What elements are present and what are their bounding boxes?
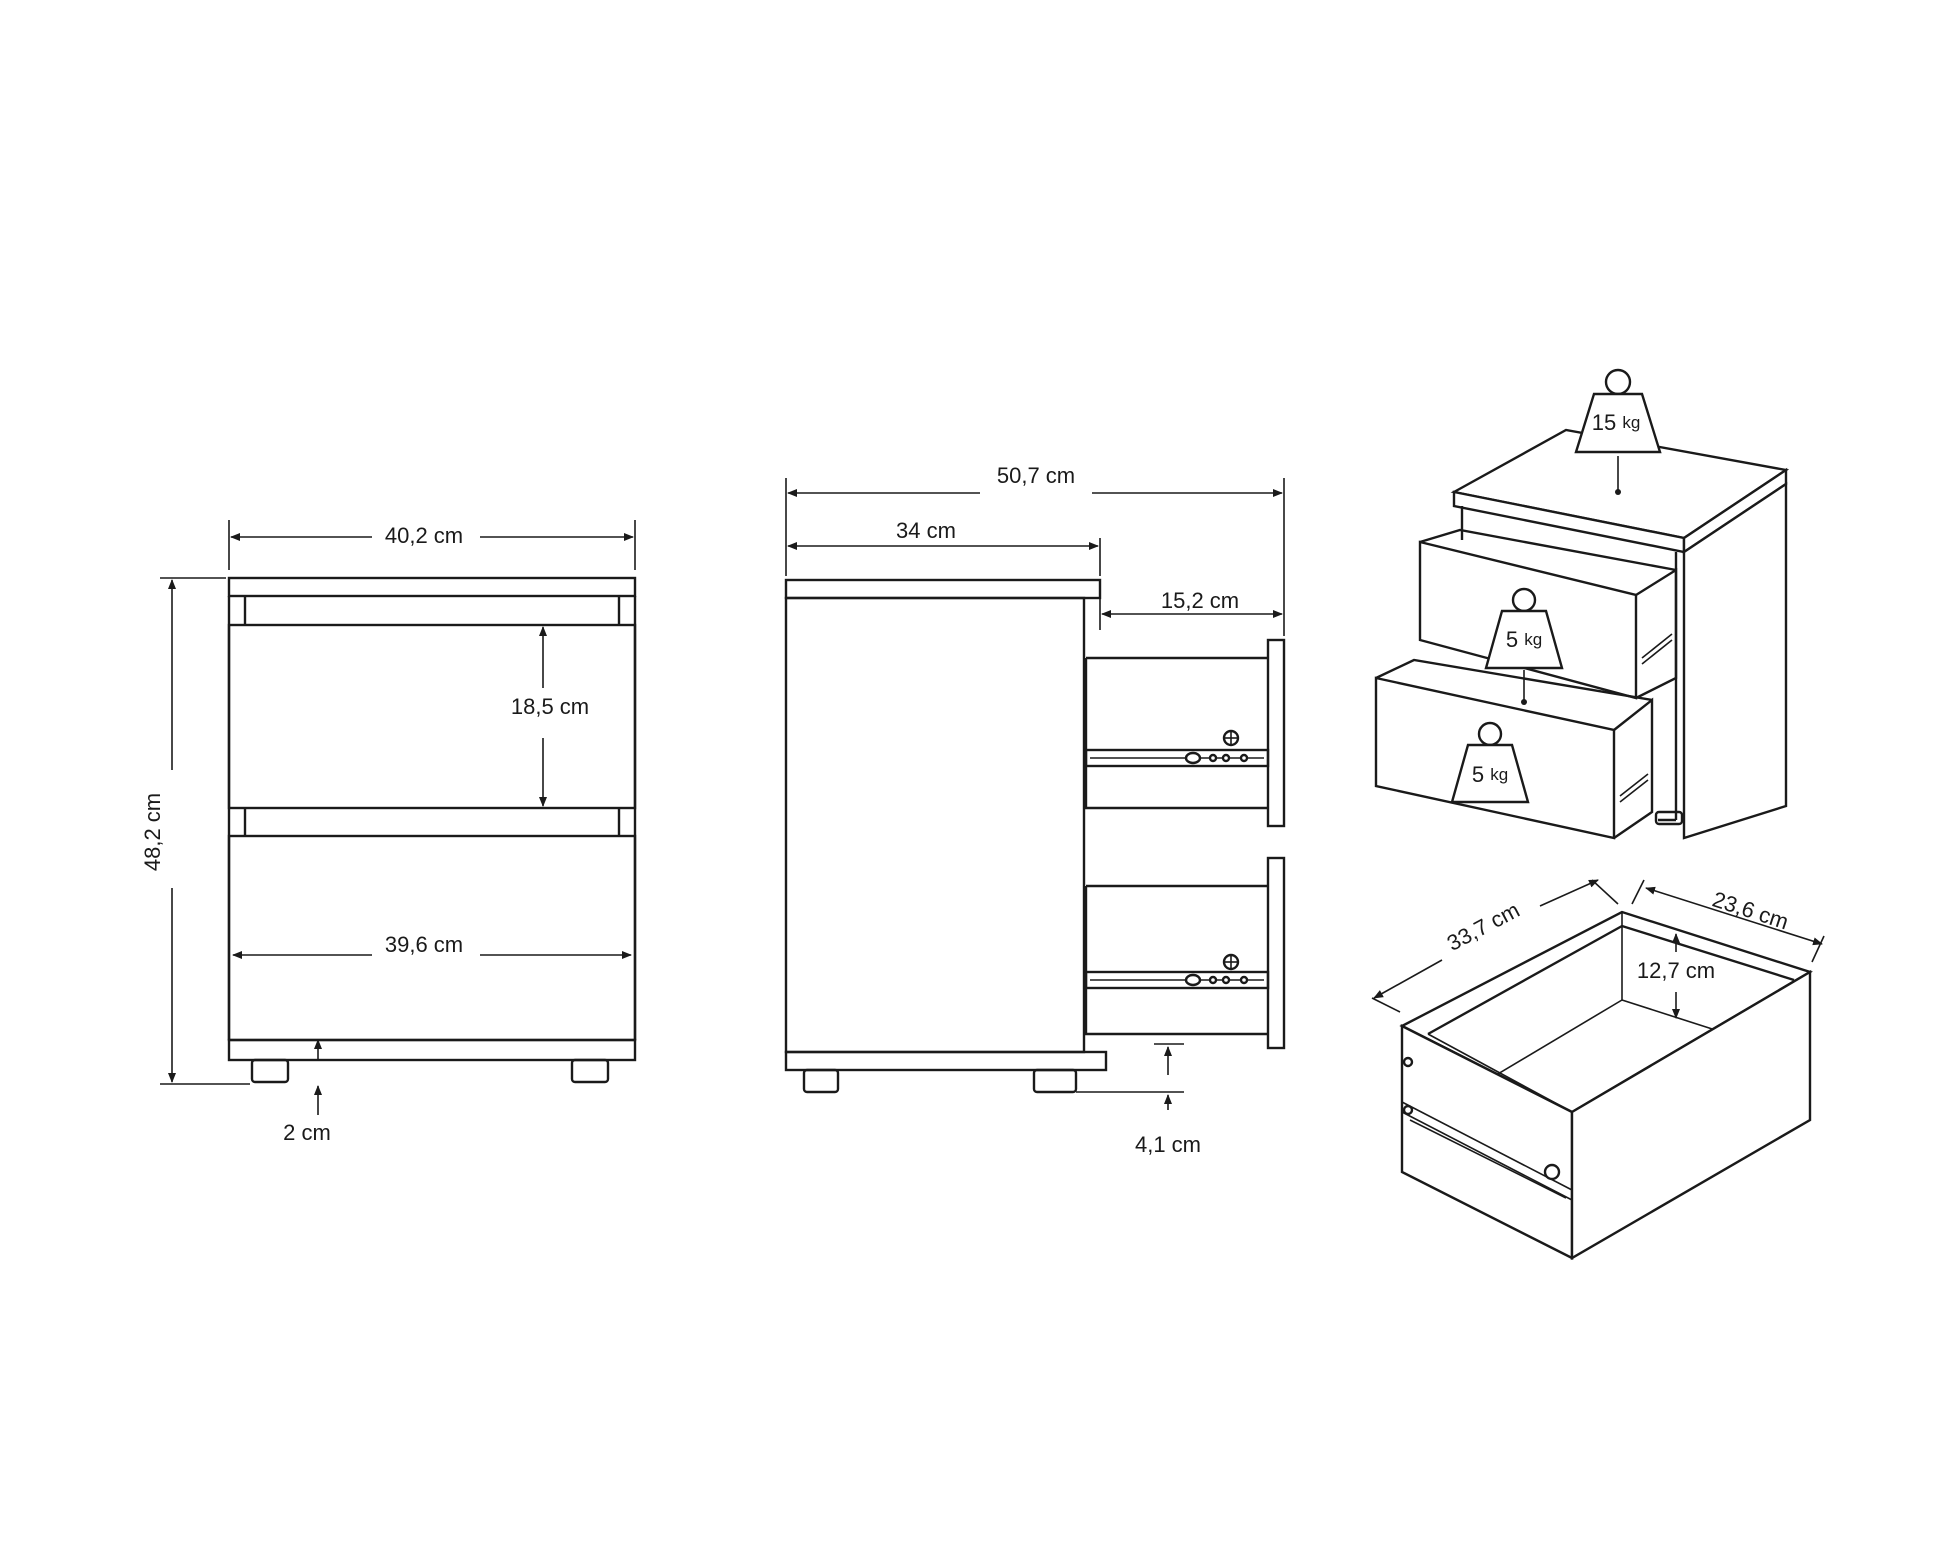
svg-text:5 kg: 5 kg (1506, 627, 1542, 652)
drawer-front (1570, 969, 1812, 1261)
front-cabinet-outline (227, 576, 637, 1084)
weight-upper-drawer: 5 kg (1484, 587, 1564, 705)
weight-top-value: 15 (1592, 410, 1616, 435)
front-foot-right (570, 1058, 610, 1084)
dim-drawer-height-label: 18,5 cm (511, 694, 589, 719)
drawer-detail: 33,7 cm 23,6 cm 12,7 cm (1371, 879, 1825, 1261)
dim-drawer-width-detail-label: 23,6 cm (1709, 886, 1791, 934)
dim-floor-clearance: 4,1 cm (1076, 1043, 1201, 1157)
weight-upper-value: 5 (1506, 627, 1518, 652)
weight-icon-upper (1484, 609, 1564, 670)
side-foot-right (1032, 1068, 1078, 1094)
dim-floor-clearance-label: 4,1 cm (1135, 1132, 1201, 1157)
dim-drawer-height: 18,5 cm (511, 626, 589, 807)
svg-text:5 kg: 5 kg (1472, 762, 1508, 787)
side-foot-left (802, 1068, 840, 1094)
front-view: 40,2 cm 48,2 cm 18,5 cm 39,6 cm 2 cm (140, 520, 637, 1145)
dim-drawer-width-label: 39,6 cm (385, 932, 463, 957)
dim-foot-height: 2 cm (283, 1039, 331, 1145)
dim-drawer-extension: 15,2 cm (1099, 588, 1283, 630)
side-view: 50,7 cm 34 cm 15,2 cm 4,1 cm (784, 463, 1286, 1157)
weight-lower-value: 5 (1472, 762, 1484, 787)
drawer-slide-icon (1084, 748, 1270, 768)
weight-top-unit: kg (1622, 413, 1640, 432)
dim-drawer-extension-label: 15,2 cm (1161, 588, 1239, 613)
svg-text:15 kg: 15 kg (1592, 410, 1641, 435)
drawer-slide-icon-lower (1084, 970, 1270, 990)
weight-upper-unit: kg (1524, 630, 1542, 649)
dim-total-width-label: 40,2 cm (385, 523, 463, 548)
front-plinth (227, 1038, 637, 1062)
iso-side (1682, 481, 1788, 840)
dim-body-depth-label: 34 cm (896, 518, 956, 543)
dim-drawer-height-detail-label: 12,7 cm (1637, 958, 1715, 983)
dim-body-depth: 34 cm (787, 518, 1101, 576)
dim-total-depth-label: 50,7 cm (997, 463, 1075, 488)
front-foot-left (250, 1058, 290, 1084)
weight-icon-lower (1450, 743, 1530, 804)
front-drawer-upper (227, 623, 637, 810)
iso-view (1374, 428, 1790, 840)
side-drawer-upper (1084, 638, 1286, 828)
dim-drawer-width: 39,6 cm (232, 932, 632, 959)
dim-foot-height-label: 2 cm (283, 1120, 331, 1145)
weight-top: 15 kg (1574, 368, 1662, 495)
dim-total-height-label: 48,2 cm (140, 793, 165, 871)
dim-drawer-depth-label: 33,7 cm (1443, 897, 1524, 956)
dim-total-width: 40,2 cm (228, 520, 636, 570)
side-drawer-lower (1084, 856, 1286, 1050)
weight-icon (1574, 392, 1662, 454)
weight-lower-unit: kg (1490, 765, 1508, 784)
side-cabinet-outline (784, 578, 1108, 1094)
dim-total-height: 48,2 cm (140, 577, 250, 1085)
weight-lower-drawer: 5 kg (1450, 721, 1530, 804)
dim-total-depth: 50,7 cm (785, 463, 1285, 636)
